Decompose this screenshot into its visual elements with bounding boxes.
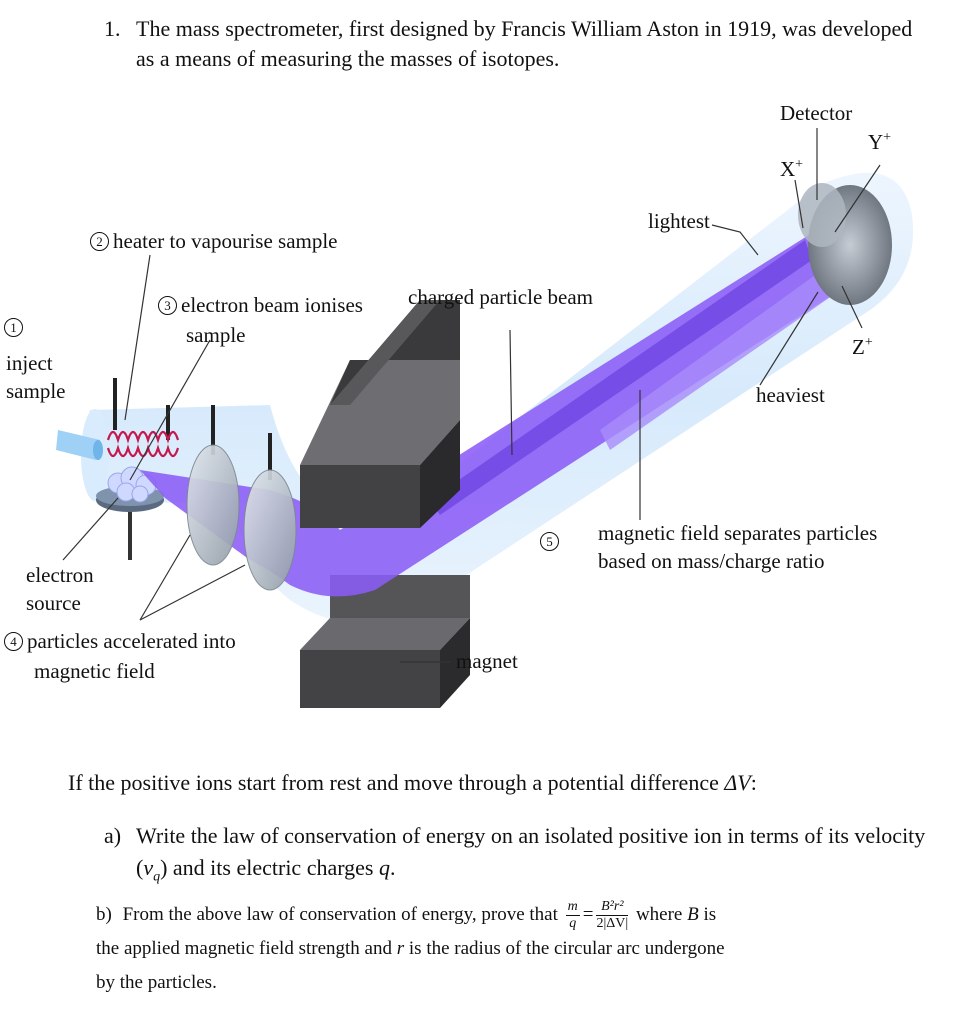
mass-spectrometer-diagram [56,128,914,708]
r-symbol: r [396,938,405,960]
step-1-text-line1: inject [6,351,53,375]
x-ion-label: X+ [780,152,803,182]
step-4-text-line1: particles accelerated into [27,629,236,653]
velocity-subscript: q [153,869,161,885]
part-b-text-2: where [635,904,683,925]
y-ion-symbol: Y [868,130,884,154]
part-a-text: Write the law of conservation of energy … [136,820,926,893]
question-number: 1. [104,16,121,41]
step-5-text-line1: magnetic field separates particles [598,521,878,545]
electron-source-line2: source [26,591,81,615]
step-3-number: 3 [158,296,177,315]
z-ion-symbol: Z [852,335,865,359]
step-5-marker: 5 [540,528,563,554]
intro-text: If the positive ions start from rest and… [68,770,725,795]
magnet-label: magnet [456,649,518,673]
step-5-text-line2: based on mass/charge ratio [598,549,825,573]
step-4-text-line2: magnetic field [34,659,155,683]
part-a-text-3: . [389,855,396,880]
x-ion-symbol: X [780,157,796,181]
part-b-text-1: From the above law of conservation of en… [122,904,558,925]
step-4-number: 4 [4,632,23,651]
velocity-symbol: v [143,855,154,880]
step-1-marker: 1 [4,314,27,340]
step-2-text: heater to vapourise sample [113,229,338,253]
heaviest-label: heaviest [756,383,825,407]
z-ion-charge: + [864,335,873,350]
step-3-text-line1: electron beam ionises [181,293,363,317]
x-ion-charge: + [795,157,804,172]
b-symbol: B [687,904,699,925]
intro-colon: : [750,770,757,795]
beam-split-upper [430,240,812,515]
inlet-opening [93,440,103,460]
charged-beam-label: charged particle beam [408,285,594,309]
mass-symbol: m [567,899,578,915]
heater-coil [106,378,180,458]
intro-sentence: If the positive ions start from rest and… [68,770,757,796]
part-b-text-3: is the applied magnetic field strength a… [96,904,717,960]
step-1-number: 1 [4,318,23,337]
part-a-label: a) [104,823,122,848]
charge-denominator: q [569,916,577,932]
part-b-label: b) [96,904,112,925]
step-2-number: 2 [90,232,109,251]
inlet-pipe [56,430,100,460]
part-b: b) From the above law of conservation of… [96,898,736,1000]
detector [798,183,892,305]
step-5-number: 5 [540,532,559,551]
detector-label: Detector [780,101,853,125]
accelerator-disc-2 [243,433,297,591]
field-radius-numerator: B²r² [601,899,624,915]
part-b-text-4: is the radius of the circular arc underg… [96,938,725,994]
delta-v-symbol: ΔV [724,770,751,795]
magnet-upper [300,300,460,528]
accelerator-disc-1 [186,405,240,566]
step-1-text-line2: sample [6,379,66,403]
charge-symbol: q [378,855,390,880]
lightest-label: lightest [648,209,710,233]
z-ion-label: Z+ [852,330,873,360]
part-a-text-2: ) and its electric charges [160,855,379,880]
part-a-text-1: Write the law of conservation of energy … [136,823,926,880]
y-ion-charge: + [883,130,892,145]
y-ion-label: Y+ [868,125,891,155]
leader-lines [62,128,881,663]
step-3-text-line2: sample [186,323,246,347]
equals-sign: = [582,904,594,925]
question-text: The mass spectrometer, first designed by… [136,16,913,71]
beam-split-lower [600,250,852,450]
potential-denominator: 2|ΔV| [596,916,629,932]
electron-source-line1: electron [26,563,94,587]
